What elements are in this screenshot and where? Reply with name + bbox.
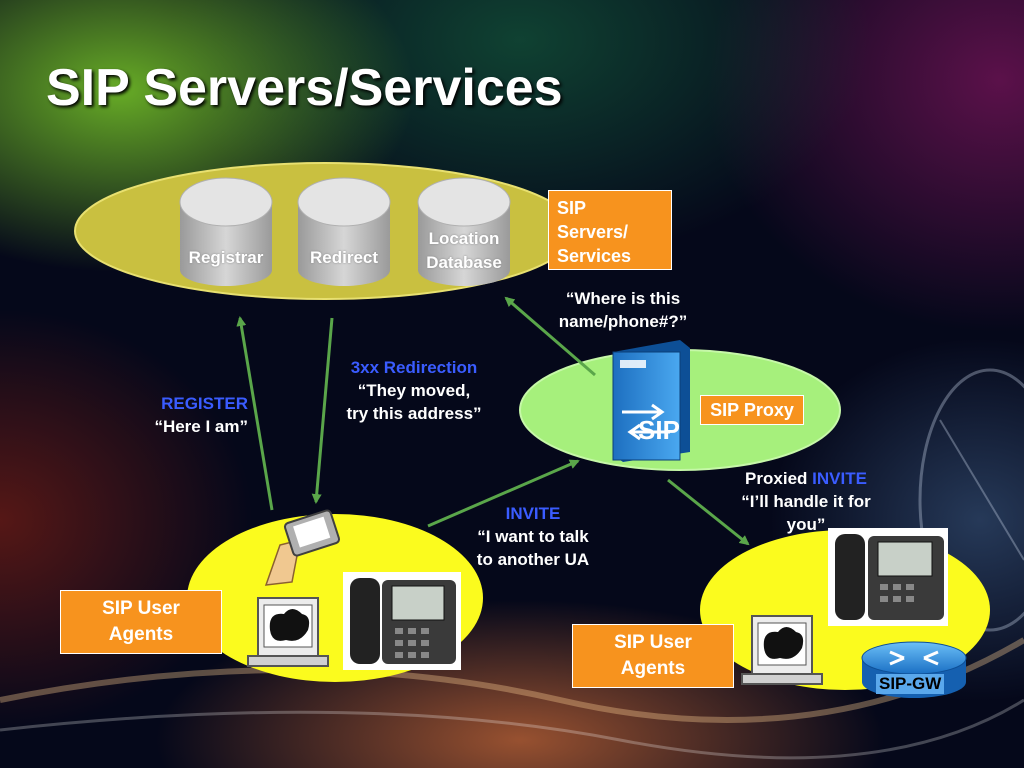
redirect-label-line: Redirect <box>309 248 379 267</box>
invite-label: INVITE “I want to talk to another UA <box>452 502 614 571</box>
pda-icon <box>264 509 341 586</box>
sip-proxy-server-icon <box>612 340 690 462</box>
sip-gw-label: SIP-GW <box>876 674 945 694</box>
proxy-server-sip-text: SIP <box>638 415 680 445</box>
invite-quote-line-1: “I want to talk <box>477 527 589 546</box>
redirection-quote-line-1: “They moved, <box>357 381 471 400</box>
registrar-label-line: Registrar <box>188 248 264 267</box>
registrar-cylinder-shape <box>179 177 273 286</box>
invite-arrow <box>427 459 580 528</box>
satellite-dish-decoration <box>918 368 1024 632</box>
invite-keyword: INVITE <box>505 504 561 523</box>
right-computer-icon <box>741 615 823 685</box>
proxied-invite-heading: Proxied INVITE <box>720 467 892 490</box>
register-arrow <box>236 316 274 511</box>
register-quote: “Here I am” <box>154 417 248 436</box>
left-ua-line-2: Agents <box>108 624 174 645</box>
proxied-prefix: Proxied <box>745 469 813 488</box>
location-label-line-2: Database <box>426 253 502 272</box>
location-query-label: “Where is this name/phone#?” <box>540 287 706 333</box>
location-query-line-2: name/phone#?” <box>558 312 688 331</box>
right-ua-line-1: SIP User <box>614 632 692 653</box>
proxied-quote-line-1: “I’ll handle it for <box>741 492 871 511</box>
registrar-label: Registrar <box>176 246 276 270</box>
left-sip-user-agents-box: SIP User Agents <box>60 590 222 654</box>
left-ip-phone-icon <box>343 572 461 670</box>
register-keyword: REGISTER <box>161 394 248 413</box>
proxied-keyword: INVITE <box>812 469 867 488</box>
location-query-line-1: “Where is this <box>565 289 681 308</box>
sip-proxy-box: SIP Proxy <box>700 395 804 425</box>
right-ua-line-2: Agents <box>620 658 686 679</box>
right-sip-user-agents-box: SIP User Agents <box>572 624 734 688</box>
sip-servers-services-box: SIP Servers/ Services <box>548 190 672 270</box>
sip-servers-box-line-3: Services <box>557 246 632 266</box>
redirection-quote-line-2: try this address” <box>346 404 482 423</box>
location-label-line-1: Location <box>428 229 500 248</box>
right-ip-phone-icon <box>828 528 948 626</box>
redirection-arrow <box>311 317 334 504</box>
proxied-quote-line-2: you” <box>786 515 826 534</box>
redirect-label: Redirect <box>294 246 394 270</box>
invite-quote-line-2: to another UA <box>476 550 590 569</box>
swoosh-decoration <box>0 637 1024 723</box>
register-label: REGISTER “Here I am” <box>118 392 248 438</box>
sip-servers-box-line-1: SIP <box>557 198 587 218</box>
location-cylinder-shape <box>417 177 511 286</box>
redirection-label: 3xx Redirection “They moved, try this ad… <box>324 356 504 425</box>
swoosh-decoration <box>0 698 1024 760</box>
location-database-label: Location Database <box>414 227 514 275</box>
proxied-invite-label: Proxied INVITE “I’ll handle it for you” <box>720 467 892 536</box>
left-ua-line-1: SIP User <box>102 598 180 619</box>
sip-servers-box-line-2: Servers/ <box>557 222 629 242</box>
redirection-keyword: 3xx Redirection <box>350 358 478 377</box>
location-query-arrow <box>504 296 596 377</box>
slide-title: SIP Servers/Services <box>46 59 563 117</box>
proxied-invite-arrow <box>667 478 750 546</box>
redirect-cylinder-shape <box>297 177 391 286</box>
left-computer-icon <box>247 597 329 667</box>
